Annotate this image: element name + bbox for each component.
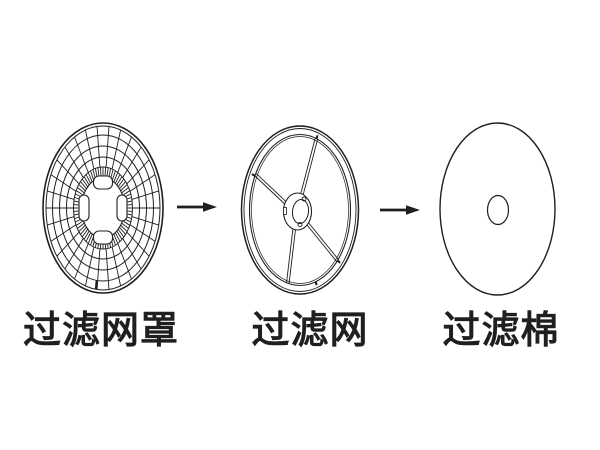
- filter-mesh-cover-drawing: [42, 122, 164, 294]
- label-filter-mesh-cover: 过滤网罩: [22, 308, 180, 352]
- label-filter-mesh: 过滤网: [251, 308, 369, 352]
- arrow-right-icon: [177, 202, 217, 212]
- arrow-right-icon: [380, 205, 420, 215]
- label-filter-cotton: 过滤棉: [442, 308, 560, 352]
- filter-mesh-drawing: [240, 125, 360, 295]
- filter-cotton-drawing: [439, 122, 556, 296]
